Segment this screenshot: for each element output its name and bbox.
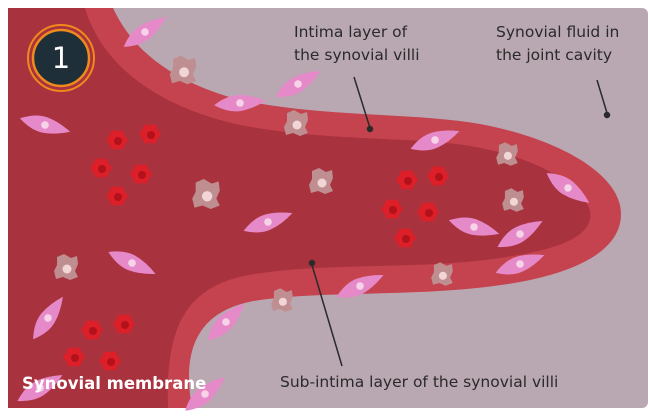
sub-intima-label: Sub-intima layer of the synovial villi (280, 371, 558, 394)
synovial-membrane-label: Synovial membrane (22, 374, 206, 393)
red-cell-nucleus (71, 354, 79, 362)
sub-intima-label-text: Sub-intima layer of the synovial villi (280, 371, 558, 394)
intima-label-line-2: the synovial villi (294, 44, 420, 67)
synovial-fluid-label-line-2: the joint cavity (496, 44, 619, 67)
intima-label-line-1: Intima layer of (294, 21, 420, 44)
macrophage-cell (309, 168, 333, 194)
red-cell-nucleus (89, 327, 97, 335)
macrophage-cell (192, 179, 220, 209)
macrophage-nucleus (63, 265, 72, 274)
macrophage-cell (502, 188, 524, 211)
macrophage-nucleus (510, 198, 518, 206)
red-cell-nucleus (114, 137, 122, 145)
red-cell-nucleus (425, 209, 433, 217)
macrophage-cell (271, 288, 293, 311)
macrophage-nucleus (439, 272, 447, 280)
macrophage-cell (54, 254, 78, 280)
macrophage-nucleus (504, 152, 512, 160)
red-cell-nucleus (404, 177, 412, 185)
red-cell-nucleus (98, 165, 106, 173)
macrophage-nucleus (279, 298, 287, 306)
intima-label: Intima layer of the synovial villi (294, 21, 420, 67)
macrophage-cell (431, 262, 453, 285)
red-cell-nucleus (121, 321, 129, 329)
red-cell-nucleus (389, 206, 397, 214)
macrophage-cell (496, 142, 518, 165)
macrophage-nucleus (318, 179, 327, 188)
macrophage-nucleus (179, 67, 189, 77)
red-cell-nucleus (147, 131, 155, 139)
macrophage-nucleus (202, 191, 212, 201)
macrophage-cell (284, 110, 308, 136)
red-cell-nucleus (435, 173, 443, 181)
red-cell-nucleus (114, 193, 122, 201)
macrophage-nucleus (293, 121, 302, 130)
red-cell-nucleus (107, 358, 115, 366)
intima-pointer-dot (368, 127, 373, 132)
fluid-pointer-dot (605, 113, 610, 118)
red-cell-nucleus (402, 235, 410, 243)
red-cell-nucleus (138, 171, 146, 179)
step-number: 1 (46, 44, 76, 73)
synovial-fluid-label: Synovial fluid in the joint cavity (496, 21, 619, 67)
sub-intima-pointer-dot (310, 261, 315, 266)
synovial-fluid-label-line-1: Synovial fluid in (496, 21, 619, 44)
macrophage-cell (170, 56, 196, 85)
